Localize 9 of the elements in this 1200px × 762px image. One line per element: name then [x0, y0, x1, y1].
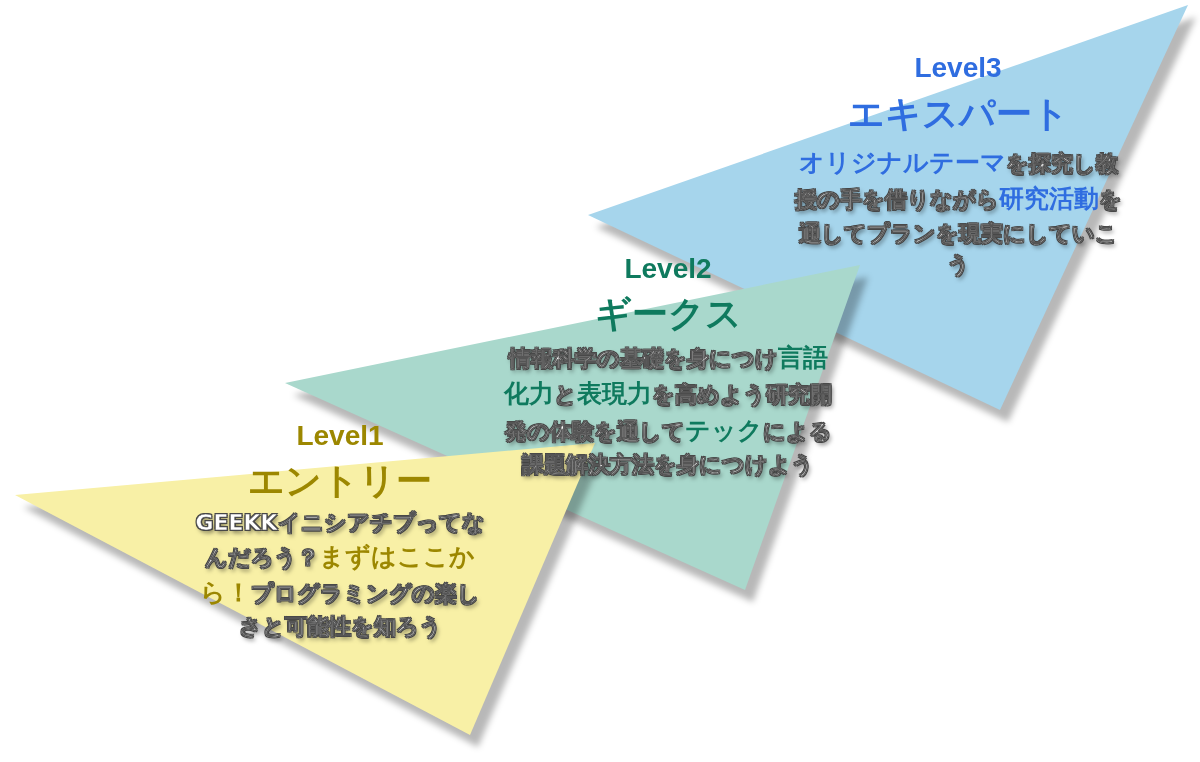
- level-description: オリジナルテーマを探究し教授の手を借りながら研究活動を通してプランを現実にしていこう: [793, 147, 1123, 280]
- level-description: GEEKKイニシアチブってなんだろう？まずはここから！プログラミングの楽しさと可能性を知ろう: [194, 509, 486, 642]
- level-title: ギークス: [594, 292, 742, 336]
- level-description: 情報科学の基礎を身につけ言語化力と表現力を高めよう研究開発の体験を通してテックによる課題解決方法を身につけよう: [502, 342, 833, 479]
- level-label: Level3: [914, 52, 1002, 84]
- level-title: エントリー: [248, 459, 432, 503]
- level-title: エキスパート: [847, 92, 1069, 136]
- level-label: Level2: [624, 253, 712, 285]
- level-label: Level1: [296, 420, 384, 452]
